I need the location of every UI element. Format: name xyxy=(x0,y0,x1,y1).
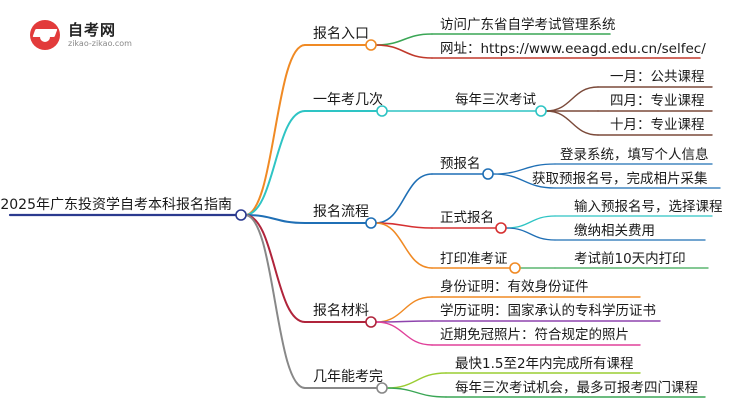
node-circle xyxy=(235,209,247,221)
connector xyxy=(244,214,306,323)
leaf-label: 访问广东省自学考试管理系统 xyxy=(440,17,616,33)
leaf-label: 一月：公共课程 xyxy=(610,69,705,85)
leaf-label: 缴纳相关费用 xyxy=(574,223,655,239)
connector xyxy=(545,110,599,136)
leaf-label: 身份证明：有效身份证件 xyxy=(440,279,589,295)
connector xyxy=(386,387,447,398)
connector xyxy=(375,33,433,46)
connector xyxy=(375,321,433,346)
sub-branch-label: 打印准考证 xyxy=(440,251,508,267)
node-circle xyxy=(482,168,494,180)
leaf-label: 每年三次考试机会，最多可报考四门课程 xyxy=(455,380,698,396)
node-circle xyxy=(535,105,547,117)
branch-label-registration-entry: 报名入口 xyxy=(313,26,369,42)
connector xyxy=(244,214,306,389)
node-circle xyxy=(376,105,388,117)
connector xyxy=(375,222,433,269)
leaf-label: 最快1.5至2年内完成所有课程 xyxy=(455,356,634,372)
connector xyxy=(375,296,433,323)
connector xyxy=(505,215,556,229)
connector xyxy=(492,173,556,189)
connector xyxy=(244,110,306,216)
connector xyxy=(545,86,599,112)
logo-title: 自考网 xyxy=(68,21,117,39)
branch-label-materials: 报名材料 xyxy=(313,303,369,319)
leaf-label: 学历证明：国家承认的专科学历证书 xyxy=(440,303,656,319)
leaf-label: 考试前10天内打印 xyxy=(574,251,686,267)
branch-label-exams-per-year: 一年考几次 xyxy=(313,92,383,108)
connector xyxy=(244,44,306,216)
connector xyxy=(505,227,556,241)
graduation-cap-icon xyxy=(30,20,60,50)
branch-label-duration: 几年能考完 xyxy=(313,369,383,385)
leaf-label: 网址：https://www.eeagd.edu.cn/selfec/ xyxy=(440,41,706,57)
leaf-label: 登录系统，填写个人信息 xyxy=(560,147,709,163)
leaf-label: 十月：专业课程 xyxy=(610,117,705,133)
site-logo[interactable]: 自考网 zikao-zikao.com xyxy=(30,18,140,52)
connector xyxy=(386,372,447,389)
sub-branch-label: 预报名 xyxy=(440,156,481,172)
sub-branch-label: 每年三次考试 xyxy=(455,92,536,108)
branch-label-process: 报名流程 xyxy=(313,204,369,220)
leaf-label: 近期免冠照片：符合规定的照片 xyxy=(440,327,629,343)
node-circle xyxy=(365,217,377,229)
node-circle xyxy=(365,39,377,51)
connector xyxy=(244,214,306,224)
connector xyxy=(375,173,433,224)
node-circle xyxy=(365,316,377,328)
leaf-label: 输入预报名号，选择课程 xyxy=(574,199,723,215)
leaf-label: 获取预报名号，完成相片采集 xyxy=(532,171,708,187)
root-node-label: 2025年广东投资学自考本科报名指南 xyxy=(0,197,232,213)
node-circle xyxy=(495,222,507,234)
logo-subtitle: zikao-zikao.com xyxy=(68,39,132,48)
leaf-label: 四月：专业课程 xyxy=(610,93,705,109)
sub-branch-label: 正式报名 xyxy=(440,210,494,226)
connector xyxy=(375,44,433,59)
node-circle xyxy=(376,382,388,394)
node-circle xyxy=(509,262,521,274)
